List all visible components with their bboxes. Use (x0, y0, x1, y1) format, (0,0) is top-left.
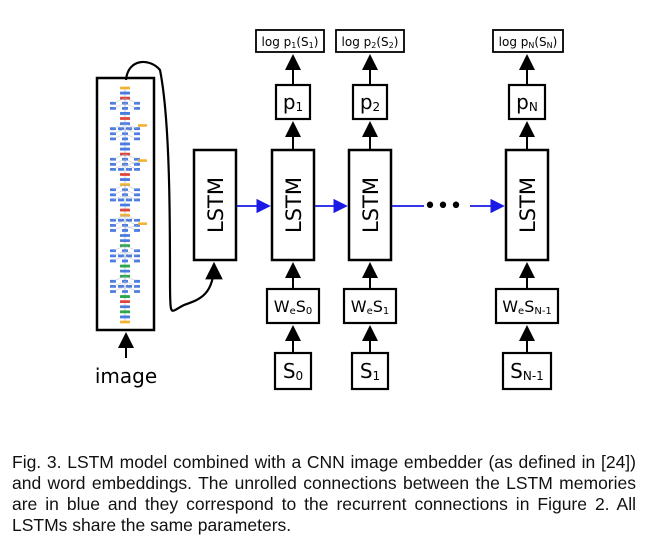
cnn-layer-node (120, 264, 130, 268)
svg-text:LSTM: LSTM (282, 177, 306, 233)
cnn-layer-node (120, 173, 130, 176)
cnn-layer-node (120, 239, 130, 243)
lstm-unit-1: LSTM (270, 148, 316, 262)
svg-text:S0: S0 (283, 359, 303, 383)
cnn-layer-node (120, 300, 130, 304)
cnn-network-icon (110, 86, 147, 324)
svg-text:log p1(S1): log p1(S1) (262, 35, 319, 50)
svg-text:SN-1: SN-1 (510, 359, 544, 383)
cnn-conv-node (118, 198, 124, 202)
cnn-conv-node (126, 198, 132, 202)
cnn-layer-node (120, 183, 130, 187)
cnn-layer-node (120, 142, 130, 146)
cnn-aux-node (138, 159, 147, 162)
lstm-unit-initial: LSTM (192, 148, 238, 262)
cnn-layer-node (120, 117, 130, 120)
cnn-layer-node (120, 320, 130, 324)
cnn-layer-node (120, 295, 130, 298)
prob-box-1: p1 (274, 83, 312, 121)
cnn-layer-node (120, 91, 130, 95)
output-box-1: log p1(S1) (255, 29, 325, 53)
svg-text:p2: p2 (360, 90, 380, 114)
output-box-n: log pN(SN) (492, 29, 564, 53)
svg-text:pN: pN (516, 90, 538, 114)
cnn-layer-node (120, 147, 130, 151)
svg-text:LSTM: LSTM (516, 177, 540, 233)
output-box-2: log p2(S2) (335, 29, 405, 53)
cnn-aux-node (138, 124, 147, 127)
embedding-box-n: WeSN-1 (494, 287, 560, 325)
word-box-n: SN-1 (501, 351, 553, 391)
word-box-1: S0 (273, 351, 313, 391)
cnn-layer-node (120, 310, 130, 314)
lstm-unit-2: LSTM (347, 148, 393, 262)
embedding-box-1: WeS0 (265, 287, 321, 325)
ellipsis-dots: ••• (424, 194, 463, 219)
svg-text:p1: p1 (283, 90, 303, 114)
cnn-layer-node (120, 305, 130, 309)
svg-text:log p2(S2): log p2(S2) (342, 35, 399, 50)
svg-text:LSTM: LSTM (204, 177, 228, 233)
lstm-unit-n: LSTM (504, 148, 550, 262)
cnn-layer-node (120, 178, 130, 181)
cnn-aux-node (138, 222, 147, 225)
svg-text:WeS0: WeS0 (274, 297, 313, 317)
cnn-layer-node (120, 203, 130, 207)
svg-text:LSTM: LSTM (359, 177, 383, 233)
prob-box-2: p2 (351, 83, 389, 121)
cnn-layer-node (120, 315, 130, 319)
cnn-layer-node (120, 269, 130, 273)
embedding-box-2: WeS1 (342, 287, 398, 325)
image-to-lstm-connector (124, 60, 223, 312)
prob-box-n: pN (507, 83, 547, 121)
cnn-layer-node (120, 86, 130, 90)
cnn-layer-node (120, 208, 130, 212)
lstm-diagram: image LSTM LSTM LSTM LSTM ••• log p1(S1)… (95, 29, 564, 391)
cnn-layer-node (120, 234, 130, 237)
svg-text:log pN(SN): log pN(SN) (499, 35, 558, 50)
image-label: image (95, 364, 157, 388)
cnn-image-embedder (95, 76, 156, 332)
word-box-2: S1 (350, 351, 390, 391)
svg-text:S1: S1 (360, 359, 380, 383)
svg-text:WeSN-1: WeSN-1 (502, 297, 552, 317)
svg-text:WeS1: WeS1 (351, 297, 390, 317)
figure-caption: Fig. 3. LSTM model combined with a CNN i… (12, 452, 636, 535)
cnn-layer-node (120, 112, 130, 115)
